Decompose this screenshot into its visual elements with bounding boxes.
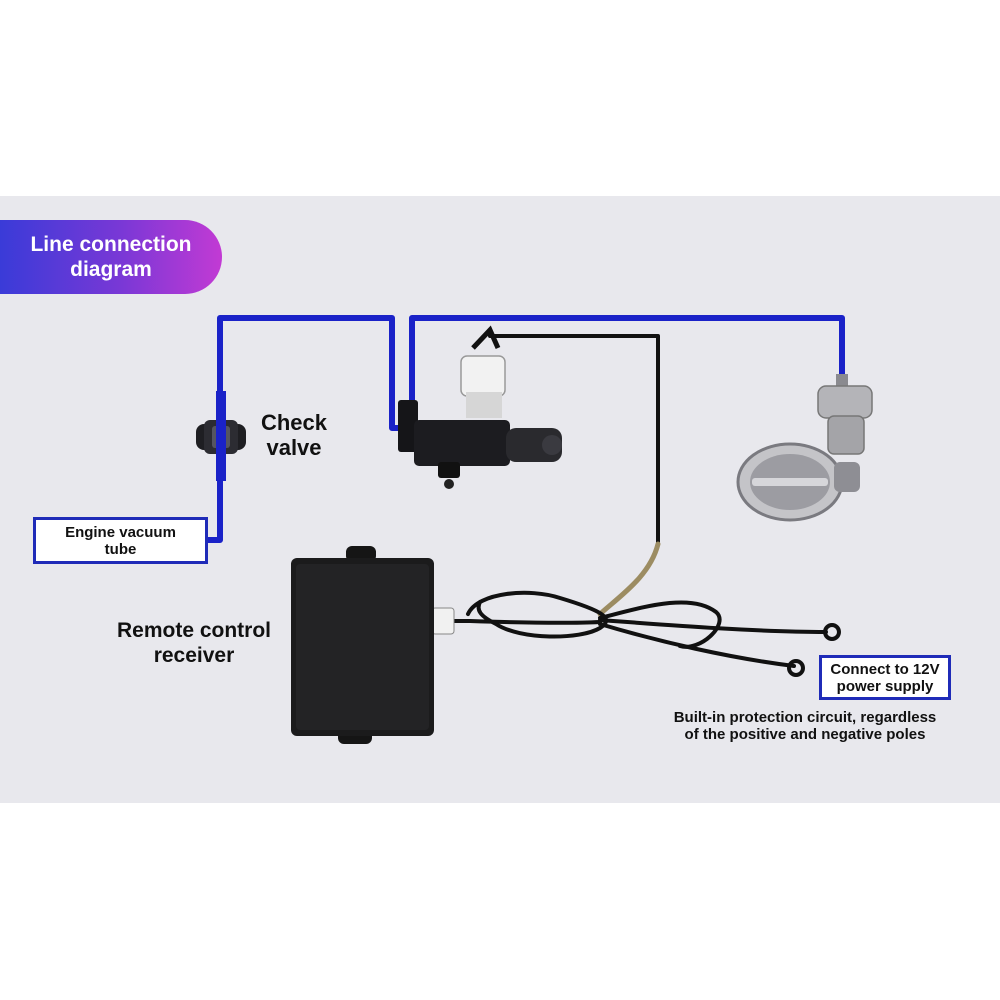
lead-negative bbox=[598, 622, 796, 668]
receiver-connector bbox=[431, 607, 455, 635]
connection-diagram bbox=[196, 315, 873, 744]
diagram-title-badge: Line connection diagram bbox=[0, 220, 222, 294]
engine-vacuum-tube bbox=[205, 315, 407, 543]
engine-vacuum-tube-label: Engine vacuum tube bbox=[33, 517, 208, 564]
receiver-label-line-1: Remote control bbox=[116, 619, 271, 642]
power-label-line-2: power supply bbox=[836, 677, 934, 695]
protection-circuit-note: Built-in protection circuit, regardless … bbox=[640, 709, 970, 743]
solenoid-valve-icon bbox=[398, 325, 562, 489]
title-line-1: Line connection bbox=[30, 233, 192, 256]
sheathed-wire bbox=[597, 541, 661, 617]
power-label-line-1: Connect to 12V bbox=[830, 660, 940, 678]
vacuum-tube-lines bbox=[205, 315, 845, 543]
ring-terminal-1 bbox=[823, 623, 841, 641]
exhaust-cutout-valve-icon bbox=[736, 374, 873, 522]
title-line-2: diagram bbox=[70, 258, 152, 281]
receiver-label-line-2: receiver bbox=[153, 644, 235, 667]
receiver-lead bbox=[436, 619, 602, 625]
solenoid-to-cutout-tube bbox=[409, 315, 845, 435]
ring-terminal-2 bbox=[787, 659, 805, 677]
engine-vacuum-label-line-1: Engine vacuum bbox=[65, 523, 176, 541]
check-valve-label-line-2: valve bbox=[266, 435, 322, 460]
ring-terminals bbox=[787, 623, 841, 677]
protection-note-line-1: Built-in protection circuit, regardless bbox=[673, 709, 937, 726]
check-valve-icon bbox=[196, 391, 246, 481]
check-valve-label: Check valve bbox=[248, 410, 340, 460]
control-wires bbox=[436, 328, 828, 668]
protection-note-line-2: of the positive and negative poles bbox=[684, 726, 926, 743]
harness-loop-right bbox=[598, 600, 722, 649]
lead-positive bbox=[598, 618, 828, 634]
check-valve-label-line-1: Check bbox=[260, 410, 328, 435]
diagram-panel: Line connection diagram Check valve Engi… bbox=[0, 196, 1000, 803]
power-supply-label: Connect to 12V power supply bbox=[819, 655, 951, 700]
remote-receiver-label: Remote control receiver bbox=[96, 618, 292, 668]
remote-receiver-box-icon bbox=[291, 546, 434, 744]
solenoid-wire bbox=[488, 328, 660, 546]
engine-vacuum-label-line-2: tube bbox=[104, 540, 137, 558]
harness-loop-left bbox=[466, 590, 609, 639]
